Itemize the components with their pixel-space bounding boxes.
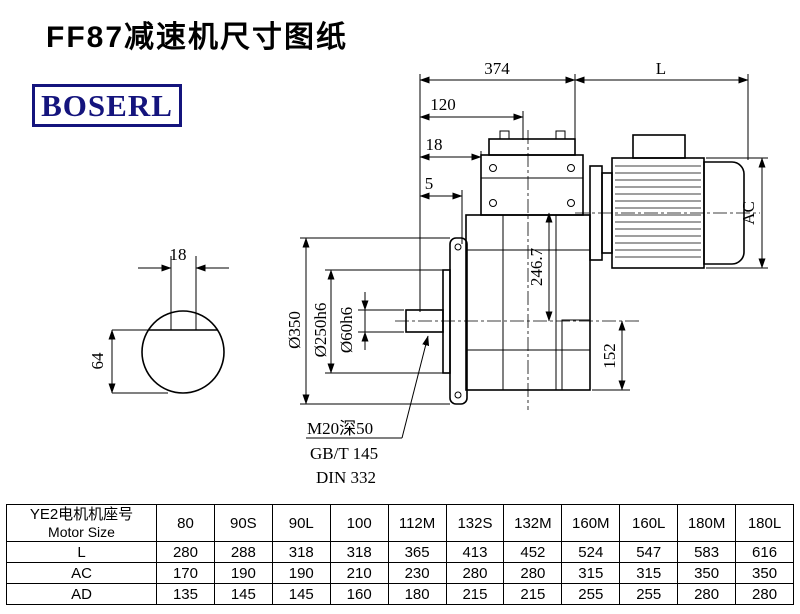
dia-350-label: Ø350: [285, 311, 304, 349]
size-value-cell: 145: [271, 583, 331, 605]
motor-size-header-cn: YE2电机机座号: [29, 506, 134, 523]
dim-AC-label: AC: [739, 201, 758, 225]
size-value-cell: 160: [329, 583, 389, 605]
size-value-cell: 190: [271, 562, 331, 584]
thread-note-label: M20深50: [307, 419, 373, 438]
row-label: L: [6, 541, 157, 563]
size-value-cell: 452: [503, 541, 563, 563]
shaft-circle: [141, 310, 225, 394]
gearbox-outline: [405, 130, 591, 405]
dia-250-label: Ø250h6: [311, 303, 330, 358]
technical-drawing: 18 64: [88, 59, 768, 487]
size-value-cell: 315: [561, 562, 621, 584]
size-value-cell: 280: [156, 541, 215, 563]
terminal-box: [632, 134, 686, 159]
flange-spigot: [442, 269, 451, 374]
std-gb-label: GB/T 145: [310, 444, 378, 463]
shaft-section-view: 18 64: [88, 245, 229, 394]
size-column-header: 180L: [735, 504, 794, 542]
size-value-cell: 280: [445, 562, 505, 584]
dim-5-label: 5: [425, 174, 434, 193]
output-shaft: [405, 309, 444, 333]
size-value-cell: 230: [387, 562, 447, 584]
size-value-cell: 315: [619, 562, 679, 584]
dim-shaft-height-label: 64: [88, 352, 107, 370]
size-value-cell: 255: [561, 583, 621, 605]
size-value-cell: 583: [677, 541, 737, 563]
shaft-dimension-lines: [108, 264, 229, 394]
brand-text: BOSERL: [41, 88, 173, 123]
size-value-cell: 215: [445, 583, 505, 605]
size-value-cell: 210: [329, 562, 389, 584]
main-view: [395, 130, 760, 410]
size-value-cell: 318: [329, 541, 389, 563]
size-value-cell: 280: [677, 583, 737, 605]
size-value-cell: 135: [156, 583, 215, 605]
size-value-cell: 280: [735, 583, 794, 605]
size-column-header: 132M: [503, 504, 563, 542]
size-column-header: 80: [156, 504, 215, 542]
top-bolt-right: [555, 130, 566, 140]
size-value-cell: 350: [735, 562, 794, 584]
size-column-header: 112M: [387, 504, 447, 542]
size-value-cell: 170: [156, 562, 215, 584]
motor: [589, 134, 745, 269]
page-title: FF87减速机尺寸图纸: [46, 21, 349, 54]
dim-374-label: 374: [484, 59, 510, 78]
centerlines: [395, 130, 760, 410]
motor-size-header-en: Motor Size: [48, 524, 115, 540]
size-value-cell: 180: [387, 583, 447, 605]
size-value-cell: 190: [213, 562, 273, 584]
row-label: AC: [6, 562, 157, 584]
size-value-cell: 318: [271, 541, 331, 563]
size-column-header: 160M: [561, 504, 621, 542]
dim-18-label: 18: [426, 135, 443, 154]
size-value-cell: 413: [445, 541, 505, 563]
dim-L-label: L: [656, 59, 666, 78]
size-value-cell: 288: [213, 541, 273, 563]
size-value-cell: 365: [387, 541, 447, 563]
size-value-cell: 280: [503, 562, 563, 584]
size-column-header: 180M: [677, 504, 737, 542]
size-value-cell: 350: [677, 562, 737, 584]
dim-key-width-label: 18: [170, 245, 187, 264]
size-column-header: 160L: [619, 504, 679, 542]
dimension-lines: [300, 74, 768, 439]
size-column-header: 90S: [213, 504, 273, 542]
housing-details: [454, 164, 591, 399]
top-bolt-left: [499, 130, 510, 140]
dim-246-7-label: 246.7: [527, 247, 546, 286]
size-column-header: 90L: [271, 504, 331, 542]
motor-fins: [615, 165, 701, 258]
size-value-cell: 255: [619, 583, 679, 605]
dia-60-label: Ø60h6: [337, 307, 356, 353]
row-label: AD: [6, 583, 157, 605]
upper-housing: [480, 154, 584, 216]
size-column-header: 132S: [445, 504, 505, 542]
fan-cover: [703, 161, 745, 265]
size-column-header: 100: [329, 504, 389, 542]
motor-size-header-cell: YE2电机机座号 Motor Size: [6, 504, 157, 542]
size-value-cell: 215: [503, 583, 563, 605]
size-value-cell: 145: [213, 583, 273, 605]
dim-152-label: 152: [600, 343, 619, 369]
main-housing: [465, 214, 591, 391]
brand-logo: BOSERL: [32, 84, 182, 127]
size-value-cell: 616: [735, 541, 794, 563]
top-cover: [488, 138, 576, 156]
size-value-cell: 524: [561, 541, 621, 563]
size-value-cell: 547: [619, 541, 679, 563]
std-din-label: DIN 332: [316, 468, 376, 487]
dim-120-label: 120: [430, 95, 456, 114]
